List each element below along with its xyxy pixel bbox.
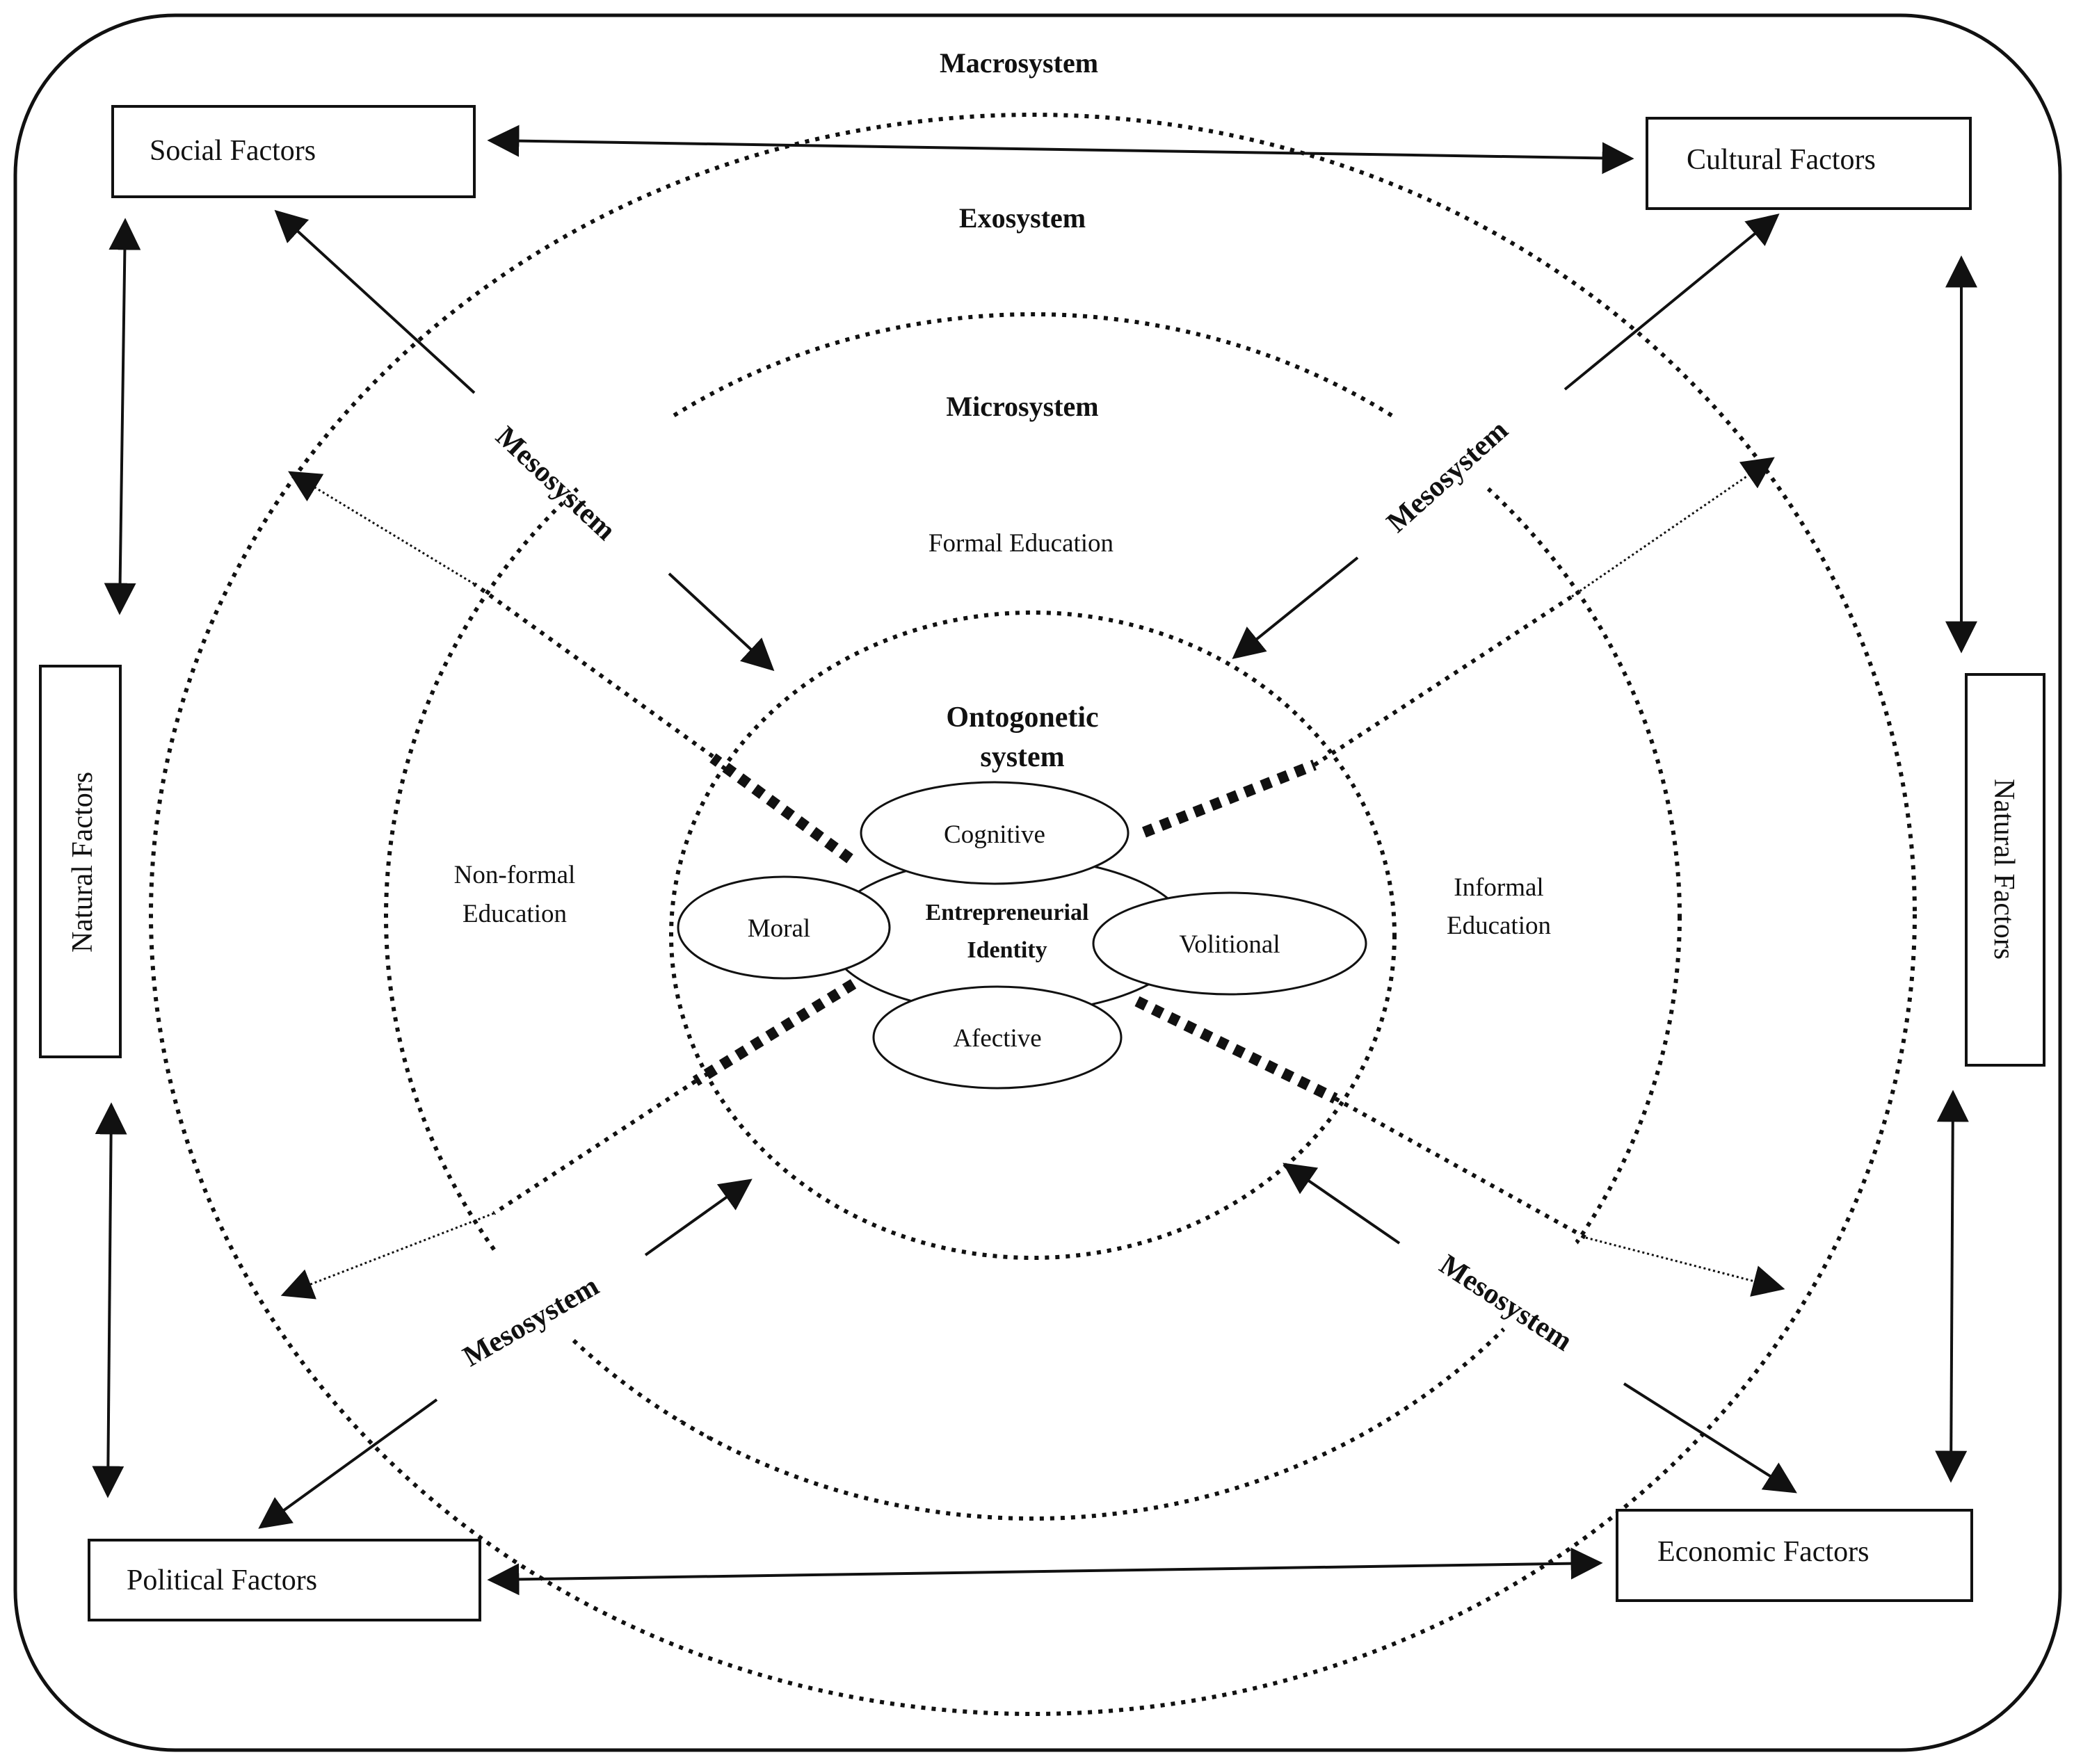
gap-mask-bottom-left — [441, 1211, 616, 1390]
factor-political: Political Factors — [88, 1539, 481, 1621]
arrow-to-economic — [1623, 1382, 1797, 1494]
factor-links — [92, 124, 1977, 1596]
arrow-br-to-core — [1283, 1163, 1401, 1245]
mesosystem-arrows — [258, 209, 1797, 1529]
cognitive-label: Cognitive — [944, 820, 1045, 849]
identity-line1: Entrepreneurial — [926, 900, 1089, 925]
moral-label: Moral — [748, 914, 810, 943]
cognitive-ellipse — [860, 781, 1130, 885]
fine-dotted-arrows — [280, 457, 1785, 1300]
heavy-link-top-right — [1142, 759, 1317, 838]
political-label: Political Factors — [127, 1564, 317, 1596]
gap-mask-top-right — [1346, 367, 1527, 551]
ontogenetic-line1: Ontogonetic — [946, 702, 1098, 734]
heavy-dashed-links — [692, 753, 1338, 1104]
political-box — [88, 1539, 481, 1621]
informal-line1: Informal — [1454, 873, 1543, 902]
medium-dotted-links — [473, 582, 1587, 1240]
factor-social: Social Factors — [111, 105, 476, 198]
fine-arrow-top-right — [1571, 457, 1775, 598]
medium-link-bottom-right — [1334, 1097, 1587, 1240]
microsystem-label: Microsystem — [946, 391, 1098, 422]
factor-natural-left: Natural Factors — [39, 665, 122, 1058]
link-natural-right-economic — [1935, 1090, 1969, 1483]
fine-arrow-bottom-left — [280, 1212, 495, 1300]
factor-natural-right: Natural Factors — [1965, 673, 2045, 1067]
medium-link-bottom-left — [492, 1079, 697, 1215]
link-natural-left-political — [92, 1102, 127, 1498]
economic-label: Economic Factors — [1657, 1536, 1869, 1568]
cultural-label: Cultural Factors — [1687, 144, 1876, 176]
fine-arrow-top-left — [288, 471, 475, 585]
link-social-natural-left — [104, 218, 141, 615]
factor-cultural: Cultural Factors — [1646, 117, 1972, 210]
affective-label: Afective — [953, 1024, 1041, 1053]
heavy-link-bottom-left — [692, 979, 857, 1086]
nonformal-line1: Non-formal — [454, 861, 576, 889]
arrow-tr-to-core — [1232, 556, 1359, 659]
arrow-to-social — [274, 209, 476, 394]
link-social-cultural — [487, 124, 1634, 175]
arrow-to-cultural — [1563, 213, 1780, 391]
volitional-label: Volitional — [1179, 930, 1280, 959]
gap-mask-bottom-right — [1470, 1217, 1646, 1397]
social-box — [111, 105, 476, 198]
exosystem-label: Exosystem — [959, 202, 1086, 234]
social-label: Social Factors — [150, 135, 316, 167]
heavy-link-top-left — [709, 753, 853, 864]
fine-arrow-bottom-right — [1585, 1236, 1785, 1297]
macrosystem-label: Macrosystem — [940, 47, 1098, 79]
medium-link-top-left — [473, 582, 714, 759]
microsystem-circle — [384, 312, 1682, 1521]
arrow-bl-to-core — [644, 1179, 753, 1256]
natural-left-label: Natural Factors — [67, 772, 99, 953]
ontogenetic-circle — [669, 610, 1397, 1260]
moral-ellipse — [677, 875, 891, 980]
economic-box — [1616, 1509, 1973, 1602]
arrow-to-political — [258, 1398, 438, 1529]
macrosystem-frame — [13, 13, 2062, 1752]
affective-ellipse — [872, 985, 1123, 1090]
gap-mask-top-left — [539, 367, 720, 551]
identity-line2: Identity — [967, 937, 1047, 963]
factor-economic: Economic Factors — [1616, 1509, 1973, 1602]
formal-education-label: Formal Education — [929, 529, 1114, 558]
natural-left-box — [39, 665, 122, 1058]
cultural-box — [1646, 117, 1972, 210]
natural-right-label: Natural Factors — [1988, 779, 2020, 960]
volitional-ellipse — [1092, 891, 1367, 996]
link-political-economic — [487, 1547, 1603, 1596]
medium-link-top-right — [1313, 594, 1573, 767]
informal-line2: Education — [1447, 912, 1551, 940]
ontogenetic-line2: system — [980, 741, 1064, 773]
nonformal-line2: Education — [463, 900, 567, 928]
natural-right-box — [1965, 673, 2045, 1067]
heavy-link-bottom-right — [1134, 996, 1338, 1104]
arrow-tl-to-core — [668, 572, 775, 672]
exosystem-circle — [149, 113, 1917, 1716]
entrepreneurial-identity-core: Entrepreneurial Identity Cognitive Moral… — [677, 781, 1367, 1090]
